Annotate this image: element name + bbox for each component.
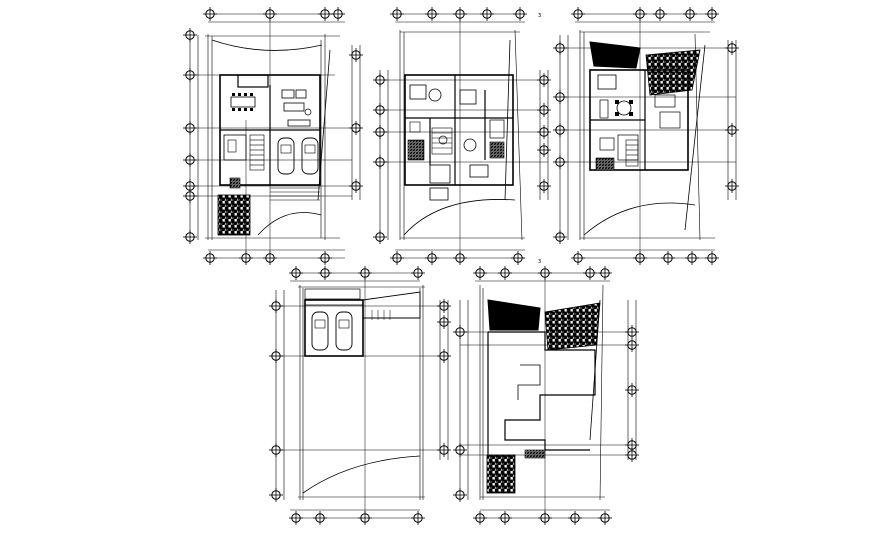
sheet-mark-a: 3 [538, 13, 541, 19]
plan-first-floor: 3 [372, 6, 552, 266]
plan-second-floor [552, 6, 740, 266]
plan-basement-garage [268, 265, 452, 526]
sheet-mark-b: 3 [538, 259, 541, 265]
plan-ground-floor [182, 6, 364, 266]
plan-roof: 3 [452, 259, 640, 526]
